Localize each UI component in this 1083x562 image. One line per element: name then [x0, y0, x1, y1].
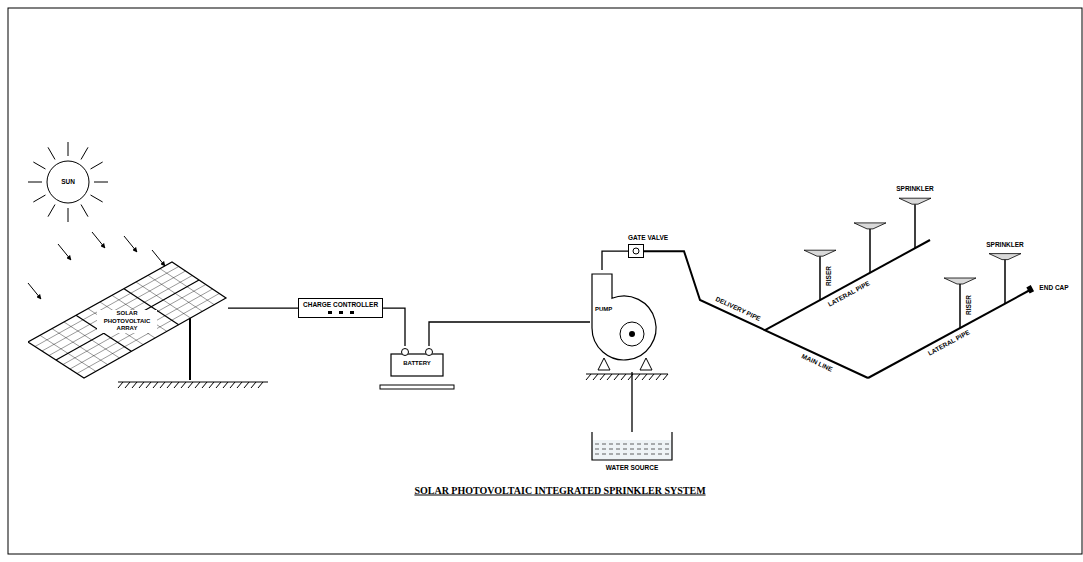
- riser-pipe: [819, 256, 821, 300]
- sun-circle: SUN: [46, 160, 90, 204]
- sun-ray: [81, 205, 88, 217]
- riser-pipe: [959, 284, 961, 328]
- water-line: [595, 444, 669, 445]
- sun-ray: [48, 147, 55, 159]
- sun-ray: [81, 147, 88, 159]
- sprinkler-head: [854, 223, 886, 229]
- panel-grid: [42, 271, 186, 351]
- battery-terminal: [402, 349, 409, 356]
- sunlight-arrow: [58, 244, 71, 260]
- sun-ray: [33, 195, 45, 202]
- valve-symbol: [628, 244, 644, 258]
- panel-grid: [49, 276, 192, 356]
- pump-shaft: [629, 331, 635, 337]
- sun-rays: [28, 142, 108, 222]
- water-line: [595, 454, 669, 455]
- sun-ray: [91, 162, 103, 169]
- riser-pipe: [1004, 260, 1006, 304]
- page-frame: [8, 8, 1082, 554]
- controller-box: CHARGE CONTROLLER: [298, 298, 383, 318]
- pump-feet: [598, 358, 652, 370]
- sun-ray: [33, 162, 45, 169]
- sunlight-arrow: [28, 283, 41, 299]
- valve-outline: [629, 245, 644, 258]
- battery-terminal: [426, 349, 433, 356]
- pump-casing: [592, 274, 656, 360]
- tank-outline: [592, 432, 672, 460]
- node-label: SOLAR PHOTOVOLTAIC ARRAY: [97, 310, 157, 333]
- sun-ray: [94, 182, 108, 183]
- part-label: SPRINKLER: [985, 241, 1025, 249]
- pipe-network: [644, 198, 1034, 378]
- panel-grid: [63, 285, 206, 365]
- indicator-dot: [350, 311, 354, 314]
- pump-body: PUMP: [590, 270, 660, 372]
- ground-hatch: [118, 382, 268, 388]
- node-label: PUMP: [595, 306, 612, 314]
- wire-connector: [228, 307, 298, 308]
- sun-ray: [48, 205, 55, 217]
- sprinkler-head: [899, 198, 931, 204]
- sun-ray: [68, 208, 69, 222]
- wire-connector: [383, 308, 405, 346]
- wire-connector: [631, 372, 632, 432]
- pipe-line: [644, 251, 868, 378]
- battery-platform: [380, 385, 454, 389]
- sun-ray: [28, 182, 42, 183]
- pump-motor: [620, 322, 644, 346]
- valve-wheel: [633, 248, 639, 254]
- battery-unit: BATTERY: [385, 346, 449, 384]
- indicator-dot: [339, 311, 343, 314]
- sun-ray: [68, 142, 69, 156]
- node-label: GATE VALVE: [628, 234, 668, 242]
- panel-stand: [189, 316, 191, 380]
- part-label: END CAP: [1038, 284, 1069, 292]
- node-label: CHARGE CONTROLLER: [303, 301, 378, 309]
- wire-connector: [429, 322, 590, 346]
- sunlight-arrow: [92, 232, 105, 248]
- water-line: [595, 449, 669, 450]
- sunlight-arrow: [124, 236, 137, 252]
- panel-grid: [56, 280, 199, 360]
- sun-ray: [91, 195, 103, 202]
- water-fill: [592, 440, 672, 460]
- pump-shape: [590, 270, 660, 372]
- sunlight-arrow: [152, 250, 165, 266]
- solar-panel: SOLAR PHOTOVOLTAIC ARRAY: [28, 258, 228, 380]
- node-label: BATTERY: [385, 360, 449, 368]
- indicator-dot: [328, 311, 332, 314]
- end-cap: [1026, 285, 1034, 294]
- panel-grid: [35, 267, 179, 347]
- valve-box: GATE VALVE: [628, 234, 668, 258]
- diagram-title: SOLAR PHOTOVOLTAIC INTEGRATED SPRINKLER …: [414, 485, 705, 496]
- controller-dots: [326, 310, 356, 315]
- ground-hatch: [586, 374, 668, 380]
- water-tank: WATER SOURCE: [590, 432, 674, 472]
- node-label: SUN: [61, 178, 75, 186]
- part-label: RISER: [965, 294, 973, 316]
- riser-pipe: [914, 204, 916, 248]
- sprinkler-head: [989, 254, 1021, 260]
- riser-pipe: [869, 229, 871, 273]
- pipe-line: [765, 240, 930, 330]
- sprinkler-head: [944, 278, 976, 284]
- panel-grid: [77, 294, 219, 374]
- panel-grid: [70, 289, 213, 369]
- wire-connector: [602, 251, 628, 270]
- node-label: WATER SOURCE: [590, 464, 674, 472]
- sprinkler-head: [804, 250, 836, 256]
- part-label: SPRINKLER: [895, 185, 935, 193]
- part-label: RISER: [825, 265, 833, 287]
- sun-outline: [47, 161, 89, 203]
- tank-shape: [590, 432, 674, 462]
- panel-outline: [28, 262, 226, 378]
